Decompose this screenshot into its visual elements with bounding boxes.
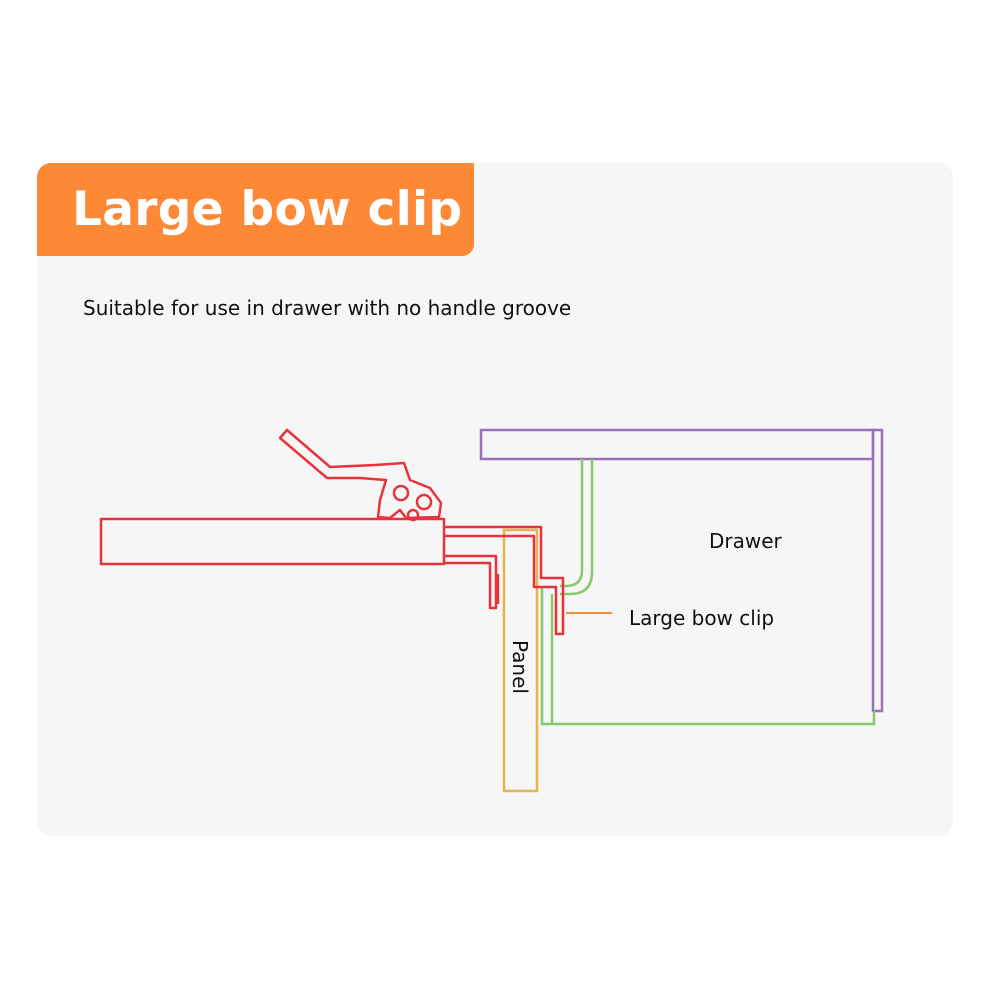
drawer-outline bbox=[479, 428, 884, 713]
bow-clip-shape bbox=[99, 428, 565, 636]
subtitle: Suitable for use in drawer with no handl… bbox=[83, 296, 572, 320]
clip-base-bar bbox=[99, 517, 446, 566]
panel-label: Panel bbox=[508, 640, 532, 694]
drawer-inner-frame bbox=[540, 459, 876, 726]
drawer-inner-curve-outer bbox=[560, 459, 594, 596]
clip-hook-arm bbox=[444, 525, 565, 636]
clip-lever bbox=[278, 428, 443, 520]
clip-pivot-1 bbox=[392, 484, 410, 502]
clip-label: Large bow clip bbox=[629, 606, 774, 630]
drawer-top-board bbox=[479, 428, 875, 461]
clip-pivot-3 bbox=[406, 508, 420, 522]
title-banner: Large bow clip bbox=[37, 163, 474, 256]
clip-pivot-2 bbox=[415, 493, 433, 511]
drawer-inner-curve bbox=[560, 459, 584, 588]
panel-board bbox=[502, 528, 539, 793]
banner-title: Large bow clip bbox=[72, 182, 463, 237]
clip-hook-lower bbox=[444, 554, 498, 610]
drawer-inner-box bbox=[540, 586, 876, 726]
drawer-label: Drawer bbox=[709, 529, 783, 553]
drawer-side-board bbox=[871, 428, 884, 713]
diagram-card: Large bow clip Suitable for use in drawe… bbox=[37, 163, 953, 836]
